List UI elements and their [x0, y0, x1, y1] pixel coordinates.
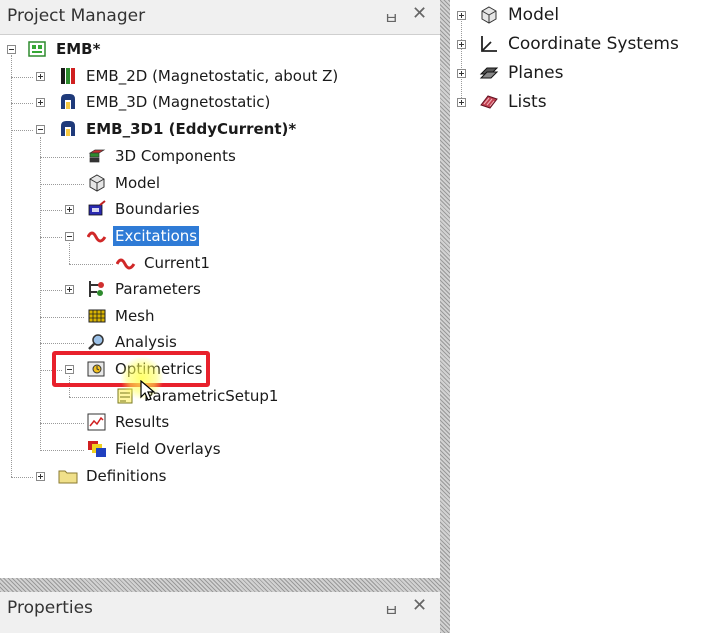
excitations-icon — [87, 231, 107, 243]
tree-label: Mesh — [115, 307, 155, 325]
tree-line — [40, 317, 84, 318]
tree-label: Results — [115, 413, 170, 431]
tree-label: 3D Components — [115, 147, 236, 165]
planes-icon — [479, 67, 499, 79]
model-icon — [481, 6, 497, 24]
design-label: EMB_3D (Magnetostatic) — [86, 93, 271, 111]
tree-line — [11, 130, 33, 131]
mouse-cursor-icon — [140, 380, 156, 401]
components-icon — [88, 149, 106, 163]
properties-panel: Properties ㅂ ✕ — [0, 592, 440, 633]
tree-line — [11, 77, 33, 78]
analysis-icon — [88, 334, 104, 350]
tree-line — [11, 103, 33, 104]
results-icon — [87, 413, 106, 431]
tree-line — [40, 290, 62, 291]
collapse-icon[interactable] — [36, 125, 45, 134]
boundaries-icon — [88, 200, 106, 216]
collapse-icon[interactable] — [65, 232, 74, 241]
collapse-icon[interactable] — [65, 365, 74, 374]
project-manager-title: Project Manager — [7, 6, 146, 26]
expand-icon[interactable] — [36, 72, 45, 81]
tree-line — [40, 184, 84, 185]
tree-line — [11, 55, 12, 477]
tree-label: Parameters — [115, 280, 201, 298]
tree-line — [40, 370, 62, 371]
pin-icon[interactable]: ㅂ — [384, 601, 399, 620]
tree-label: Lists — [508, 92, 547, 112]
tree-label: Analysis — [115, 333, 177, 351]
tree-label: Current1 — [144, 254, 210, 272]
project-icon — [28, 41, 46, 57]
tree-label-selected: Excitations — [113, 226, 200, 246]
tree-line — [461, 16, 462, 106]
mesh-icon — [88, 309, 106, 323]
collapse-icon[interactable] — [7, 45, 16, 54]
tree-line — [40, 343, 84, 344]
tree-line — [69, 243, 70, 264]
vertical-splitter[interactable] — [440, 0, 450, 633]
model-tree-panel: Model Coordinate Systems Planes Lists — [450, 0, 727, 633]
tree-line — [69, 264, 113, 265]
horizontal-splitter[interactable] — [0, 578, 440, 592]
properties-title: Properties — [7, 598, 93, 618]
tree-label: Planes — [508, 63, 564, 83]
tree-label: Model — [115, 174, 161, 192]
tree-line — [40, 157, 84, 158]
expand-icon[interactable] — [65, 285, 74, 294]
tree-label: Coordinate Systems — [508, 34, 679, 54]
tree-line — [40, 423, 84, 424]
expand-icon[interactable] — [36, 98, 45, 107]
parameters-icon — [89, 281, 104, 297]
expand-icon[interactable] — [457, 69, 466, 78]
current-icon — [116, 258, 136, 270]
project-manager-titlebar: Project Manager ㅂ ✕ — [0, 0, 440, 35]
optimetrics-icon — [87, 361, 105, 377]
model-icon — [89, 174, 105, 192]
tree-label: Boundaries — [115, 200, 200, 218]
lists-icon — [480, 95, 498, 109]
tree-line — [40, 237, 62, 238]
tree-line — [11, 477, 33, 478]
expand-icon[interactable] — [65, 205, 74, 214]
tree-label: Field Overlays — [115, 440, 221, 458]
close-icon[interactable]: ✕ — [412, 3, 428, 24]
expand-icon[interactable] — [457, 40, 466, 49]
project-label: EMB* — [56, 40, 101, 58]
design-label: EMB_2D (Magnetostatic, about Z) — [86, 67, 339, 85]
expand-icon[interactable] — [457, 11, 466, 20]
design-label: EMB_3D1 (EddyCurrent)* — [86, 120, 297, 138]
pin-icon[interactable]: ㅂ — [384, 9, 399, 28]
tree-line — [40, 137, 41, 449]
design-2d-icon — [61, 68, 75, 84]
design-3d-icon — [61, 121, 75, 136]
expand-icon[interactable] — [457, 98, 466, 107]
expand-icon[interactable] — [36, 472, 45, 481]
design-3d-icon — [61, 94, 75, 109]
tree-line — [40, 210, 62, 211]
tree-label: ParametricSetup1 — [144, 387, 279, 405]
field-overlays-icon — [88, 441, 106, 457]
project-manager-panel: Project Manager ㅂ ✕ EMB* — [0, 0, 440, 578]
tree-label: Model — [508, 5, 560, 25]
tree-label: Definitions — [86, 467, 167, 485]
folder-icon — [58, 470, 78, 484]
tree-line — [69, 397, 113, 398]
coordinate-systems-icon — [481, 36, 497, 52]
tree-line — [40, 450, 84, 451]
close-icon[interactable]: ✕ — [412, 595, 428, 616]
